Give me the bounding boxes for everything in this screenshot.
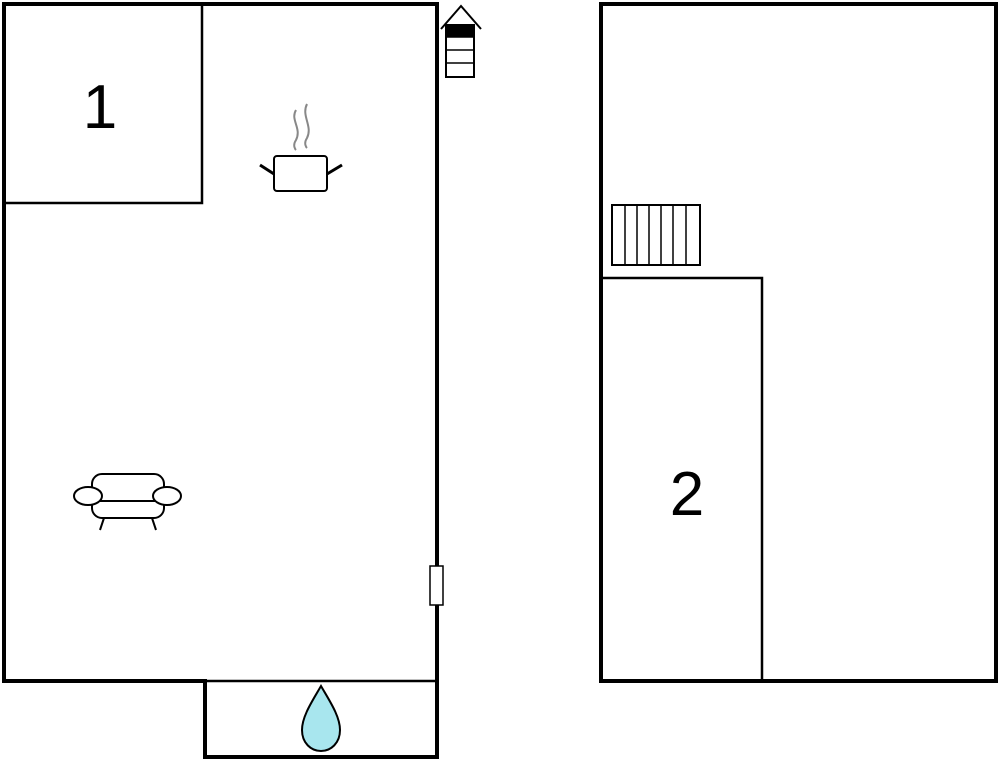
floor-2: 2 xyxy=(599,2,998,683)
room-1-wall xyxy=(4,4,204,205)
water-drop-icon xyxy=(300,683,342,753)
floor-1-outer-wall xyxy=(2,2,439,759)
room-1-label: 1 xyxy=(83,73,117,142)
stairs-up-icon xyxy=(440,4,482,78)
floor-2-outer-wall xyxy=(599,2,998,683)
kitchen-pot-icon xyxy=(259,103,343,192)
sofa-icon xyxy=(73,473,182,531)
floor-1: 1 xyxy=(2,2,482,759)
room-2-wall xyxy=(601,276,764,681)
room-2-label: 2 xyxy=(670,460,704,529)
staircase-icon xyxy=(611,204,701,266)
door-icon xyxy=(429,565,444,606)
